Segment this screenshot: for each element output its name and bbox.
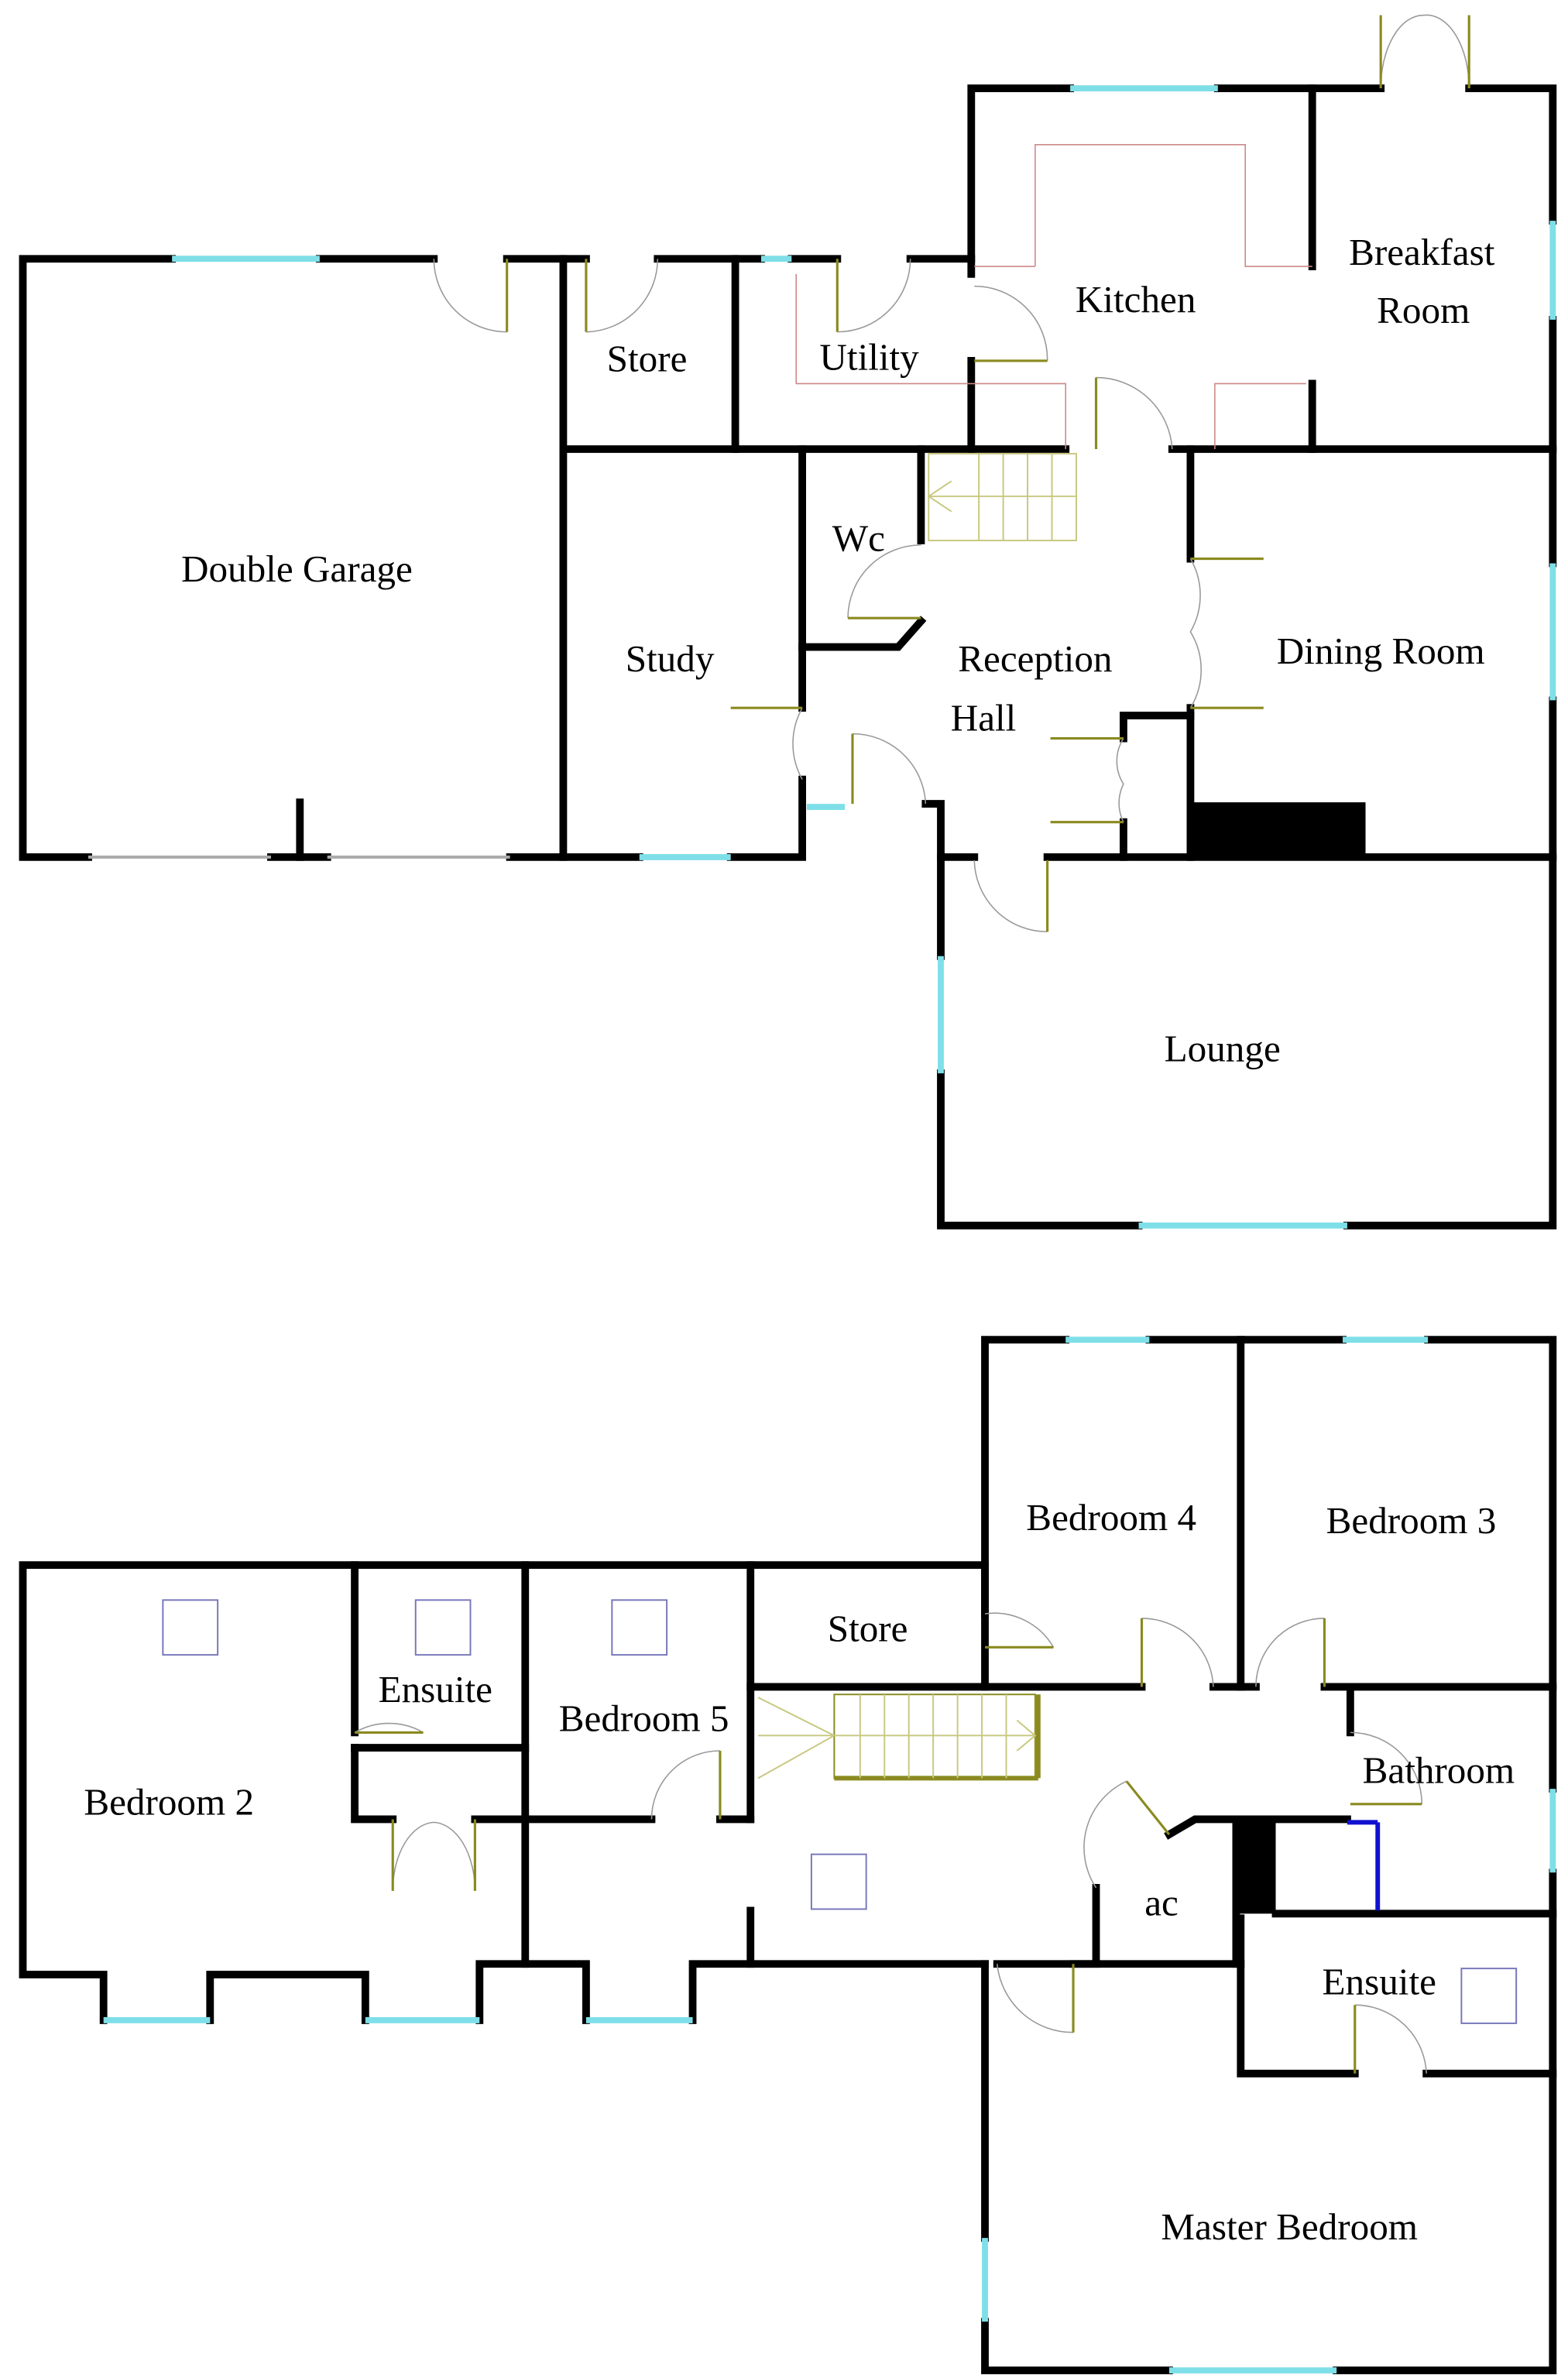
room-label-ensuite: Ensuite <box>379 1668 492 1711</box>
skylight <box>611 1599 668 1656</box>
first-floor-windows <box>103 1337 1556 2374</box>
room-label-bedroom-2: Bedroom 2 <box>84 1781 254 1824</box>
room-label-utility: Utility <box>819 336 919 379</box>
ground-floor-fittings <box>795 143 1312 541</box>
room-label-ac: ac <box>1144 1881 1179 1923</box>
room-label-breakfast-room: Breakfast <box>1349 231 1495 273</box>
room-label-bathroom: Bathroom <box>1363 1748 1515 1791</box>
ground-floor-walls <box>19 84 1557 1230</box>
skylight <box>1460 1968 1518 2024</box>
first-floor-labels: Bedroom 4 Bedroom 3 Store Ensuite Bedroo… <box>84 1496 1515 2248</box>
ground-floor-labels: Double Garage Store Utility Kitchen Brea… <box>181 231 1495 1069</box>
room-label-study: Study <box>626 637 715 680</box>
room-label-bedroom-4: Bedroom 4 <box>1026 1496 1196 1539</box>
fireplace <box>1190 802 1366 857</box>
staircase <box>927 452 1077 541</box>
ground-floor-doors <box>433 14 1470 933</box>
first-floor-doors <box>354 1612 1427 2074</box>
room-label-double-garage: Double Garage <box>181 547 413 590</box>
skylight <box>414 1599 472 1656</box>
room-label-store: Store <box>607 338 688 380</box>
skylight <box>810 1853 867 1910</box>
first-floor-walls <box>19 1336 1557 2375</box>
room-label-master-bedroom: Master Bedroom <box>1161 2205 1418 2248</box>
room-label-bedroom-3: Bedroom 3 <box>1326 1499 1497 1542</box>
room-label-lounge: Lounge <box>1165 1027 1281 1069</box>
room-label-ensuite-2: Ensuite <box>1323 1961 1436 2003</box>
first-floor: Bedroom 4 Bedroom 3 Store Ensuite Bedroo… <box>19 1336 1557 2375</box>
room-label-kitchen: Kitchen <box>1076 278 1196 321</box>
chimney-breast <box>1236 1819 1276 1914</box>
room-label-dining-room: Dining Room <box>1277 630 1485 672</box>
room-label-reception-hall-2: Hall <box>951 697 1017 739</box>
ground-floor-windows <box>88 85 1556 1229</box>
room-label-breakfast-room-2: Room <box>1377 289 1470 331</box>
room-label-wc: Wc <box>832 517 885 560</box>
skylight <box>162 1599 219 1656</box>
room-label-store: Store <box>828 1607 908 1649</box>
staircase <box>757 1693 1041 1781</box>
room-label-reception-hall: Reception <box>958 637 1112 680</box>
room-label-bedroom-5: Bedroom 5 <box>559 1697 729 1739</box>
first-floor-fittings <box>162 1599 1518 2024</box>
ground-floor: Double Garage Store Utility Kitchen Brea… <box>19 14 1557 1230</box>
